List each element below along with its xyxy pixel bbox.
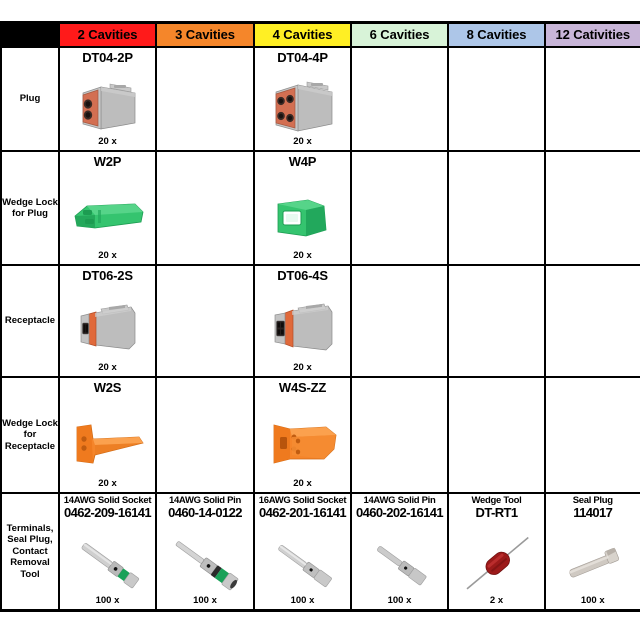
header-col-6-cavities[interactable]: 6 Cavities <box>350 21 449 48</box>
part-qty: 20 x <box>293 362 312 373</box>
part-image-dt04-2p <box>60 65 155 150</box>
cell-receptacle-8cav[interactable] <box>447 264 546 378</box>
row-label-terminals: Terminals, Seal Plug, Contact Removal To… <box>0 492 60 612</box>
part-qty: 20 x <box>98 478 117 489</box>
table-row-terminals: Terminals, Seal Plug, Contact Removal To… <box>0 492 640 612</box>
part-qty: 100 x <box>95 594 120 606</box>
part-image-pin-plain <box>352 520 447 609</box>
header-col-12-cavities[interactable]: 12 Cativities <box>544 21 640 48</box>
header-col-4-cavities[interactable]: 4 Cavities <box>253 21 352 48</box>
part-image-dt04-4p <box>255 65 350 150</box>
part-qty: 20 x <box>98 136 117 147</box>
part-desc: 14AWG Solid Pin <box>363 495 436 506</box>
row-label-plug: Plug <box>0 46 60 152</box>
table-header-row: 2 Cavities 3 Cavities 4 Cavities 6 Cavit… <box>0 21 640 48</box>
cell-wedge-tool[interactable]: Wedge Tool DT-RT1 2 x <box>447 492 546 612</box>
cell-receptacle-2cav[interactable]: DT06-2S 20 x <box>58 264 157 378</box>
part-qty: 20 x <box>98 250 117 261</box>
part-image-socket-green <box>60 520 155 609</box>
part-name: W2S <box>93 380 122 395</box>
cell-plug-8cav[interactable] <box>447 46 546 152</box>
cell-wedge-plug-12cav[interactable] <box>544 150 640 266</box>
part-number: DT-RT1 <box>475 505 519 520</box>
cell-wedge-rec-12cav[interactable] <box>544 376 640 494</box>
part-image-wedge-tool <box>449 520 544 609</box>
header-col-8-cavities[interactable]: 8 Cavities <box>447 21 546 48</box>
cell-wedge-rec-2cav[interactable]: W2S 20 x <box>58 376 157 494</box>
cell-wedge-rec-3cav[interactable] <box>155 376 255 494</box>
part-desc: Seal Plug <box>572 495 613 506</box>
part-image-w4p <box>255 169 350 264</box>
table-row-wedge-lock-plug: Wedge Lock for Plug W2P 20 x <box>0 150 640 266</box>
part-qty: 20 x <box>98 362 117 373</box>
part-qty: 20 x <box>293 478 312 489</box>
cell-wedge-rec-4cav[interactable]: W4S-ZZ 20 x <box>253 376 352 494</box>
row-label-wedge-lock-receptacle: Wedge Lock for Receptacle <box>0 376 60 494</box>
part-image-dt06-2s <box>60 283 155 376</box>
part-name: DT04-4P <box>277 50 328 65</box>
kit-contents-table: 2 Cavities 3 Cavities 4 Cavities 6 Cavit… <box>0 21 640 612</box>
table-row-receptacle: Receptacle DT06-2S <box>0 264 640 378</box>
part-name: W4P <box>288 154 317 169</box>
part-name: W2P <box>93 154 122 169</box>
part-image-w2s <box>60 395 155 492</box>
part-number: 114017 <box>573 505 613 520</box>
cell-wedge-plug-2cav[interactable]: W2P 20 x <box>58 150 157 266</box>
part-desc: 14AWG Solid Pin <box>168 495 242 506</box>
part-qty: 20 x <box>293 250 312 261</box>
cell-plug-2cav[interactable]: DT04-2P 20 x <box>58 46 157 152</box>
cell-plug-3cav[interactable] <box>155 46 255 152</box>
header-col-2-cavities[interactable]: 2 Cavities <box>58 21 157 48</box>
table-row-plug: Plug DT04-2P <box>0 46 640 152</box>
header-col-3-cavities[interactable]: 3 Cavities <box>155 21 255 48</box>
part-name: W4S-ZZ <box>278 380 327 395</box>
part-desc: Wedge Tool <box>471 495 522 506</box>
part-number: 0460-202-16141 <box>355 505 444 520</box>
part-qty: 100 x <box>580 594 605 606</box>
part-qty: 2 x <box>489 594 504 606</box>
part-image-w2p <box>60 169 155 264</box>
part-name: DT06-2S <box>82 268 133 283</box>
cell-terminal-14awg-solid-pin-2[interactable]: 14AWG Solid Pin 0460-202-16141 100 x <box>350 492 449 612</box>
cell-plug-6cav[interactable] <box>350 46 449 152</box>
cell-seal-plug[interactable]: Seal Plug 114017 100 x <box>544 492 640 612</box>
row-label-receptacle: Receptacle <box>0 264 60 378</box>
part-number: 0460-14-0122 <box>168 505 242 520</box>
cell-terminal-14awg-solid-socket[interactable]: 14AWG Solid Socket 0462-209-16141 <box>58 492 157 612</box>
cell-receptacle-12cav[interactable] <box>544 264 640 378</box>
table-row-wedge-lock-receptacle: Wedge Lock for Receptacle W2S 20 x <box>0 376 640 494</box>
part-image-pin-green <box>157 520 253 609</box>
part-number: 0462-209-16141 <box>63 505 152 520</box>
part-image-w4s-zz <box>255 395 350 492</box>
cell-wedge-plug-8cav[interactable] <box>447 150 546 266</box>
part-qty: 100 x <box>290 594 315 606</box>
cell-wedge-plug-6cav[interactable] <box>350 150 449 266</box>
cell-plug-12cav[interactable] <box>544 46 640 152</box>
part-image-seal-plug <box>546 520 640 609</box>
cell-wedge-plug-3cav[interactable] <box>155 150 255 266</box>
cell-terminal-14awg-solid-pin[interactable]: 14AWG Solid Pin 0460-14-0122 <box>155 492 255 612</box>
cell-plug-4cav[interactable]: DT04-4P <box>253 46 352 152</box>
part-name: DT04-2P <box>82 50 133 65</box>
part-number: 0462-201-16141 <box>258 505 347 520</box>
part-qty: 100 x <box>387 594 412 606</box>
part-qty: 20 x <box>293 136 312 147</box>
cell-terminal-16awg-solid-socket[interactable]: 16AWG Solid Socket 0462-201-16141 100 x <box>253 492 352 612</box>
cell-receptacle-6cav[interactable] <box>350 264 449 378</box>
header-corner-cell <box>0 21 60 48</box>
cell-wedge-rec-8cav[interactable] <box>447 376 546 494</box>
part-image-dt06-4s <box>255 283 350 376</box>
part-qty: 100 x <box>193 594 217 606</box>
cell-wedge-plug-4cav[interactable]: W4P 20 x <box>253 150 352 266</box>
cell-receptacle-4cav[interactable]: DT06-4S 2 <box>253 264 352 378</box>
part-image-socket-plain <box>255 520 350 609</box>
cell-wedge-rec-6cav[interactable] <box>350 376 449 494</box>
part-desc: 14AWG Solid Socket <box>63 495 152 506</box>
part-desc: 16AWG Solid Socket <box>258 495 347 506</box>
row-label-wedge-lock-plug: Wedge Lock for Plug <box>0 150 60 266</box>
cell-receptacle-3cav[interactable] <box>155 264 255 378</box>
part-name: DT06-4S <box>277 268 328 283</box>
